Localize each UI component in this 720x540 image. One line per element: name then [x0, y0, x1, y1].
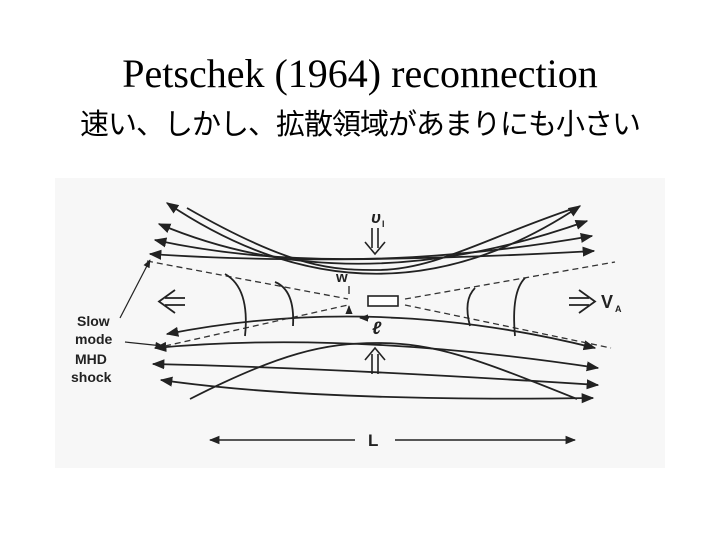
shock-line-right-upper — [404, 261, 616, 300]
w-label: w — [335, 269, 348, 286]
inflow-arrow-bottom — [364, 346, 386, 374]
va-subscript: A — [615, 304, 622, 314]
kink-right-1 — [466, 287, 476, 327]
leader-mode — [124, 341, 164, 349]
length-label: L — [368, 431, 378, 450]
slide-title: Petschek (1964) reconnection — [122, 51, 598, 96]
outflow-arrow-left — [157, 289, 185, 314]
l-label: ℓ — [372, 318, 382, 338]
shock-line-left-upper — [146, 260, 349, 300]
leader-slow — [119, 259, 151, 319]
inflow-velocity-subscript: I — [382, 219, 385, 229]
inflow-velocity-label: υ — [371, 208, 381, 227]
va-label: V — [601, 292, 613, 312]
shock-lines — [146, 260, 616, 349]
outflow-arrows — [157, 289, 597, 314]
field-line-lower-main — [189, 342, 578, 400]
kink-left-1 — [224, 273, 247, 337]
kinked-field-lines — [224, 273, 526, 337]
field-lines — [148, 202, 600, 404]
diagram-background — [55, 178, 665, 468]
shock-line-right-lower — [404, 304, 612, 349]
shock-label-line-3: MHD — [75, 351, 107, 367]
field-line-bottom-4 — [159, 376, 595, 404]
field-line-top-4 — [148, 246, 596, 261]
inflow-arrows — [364, 228, 386, 374]
shock-leaders — [119, 259, 164, 349]
kink-right-2 — [513, 277, 526, 337]
field-line-bottom-1 — [165, 315, 597, 351]
slide-subtitle: 速い、しかし、拡散領域があまりにも小さい — [79, 107, 641, 141]
petschek-diagram: υ I w ℓ V A Slow mode MHD shock L — [55, 178, 665, 468]
shock-label-line-4: shock — [71, 369, 112, 385]
kink-left-2 — [274, 281, 295, 327]
inflow-arrow-top — [364, 228, 386, 256]
diffusion-region — [367, 295, 399, 307]
outflow-arrow-right — [569, 289, 597, 314]
shock-label-line-2: mode — [75, 331, 113, 347]
shock-label-line-1: Slow — [77, 313, 110, 329]
field-line-upper-main — [186, 207, 576, 271]
shock-line-left-lower — [164, 304, 349, 347]
